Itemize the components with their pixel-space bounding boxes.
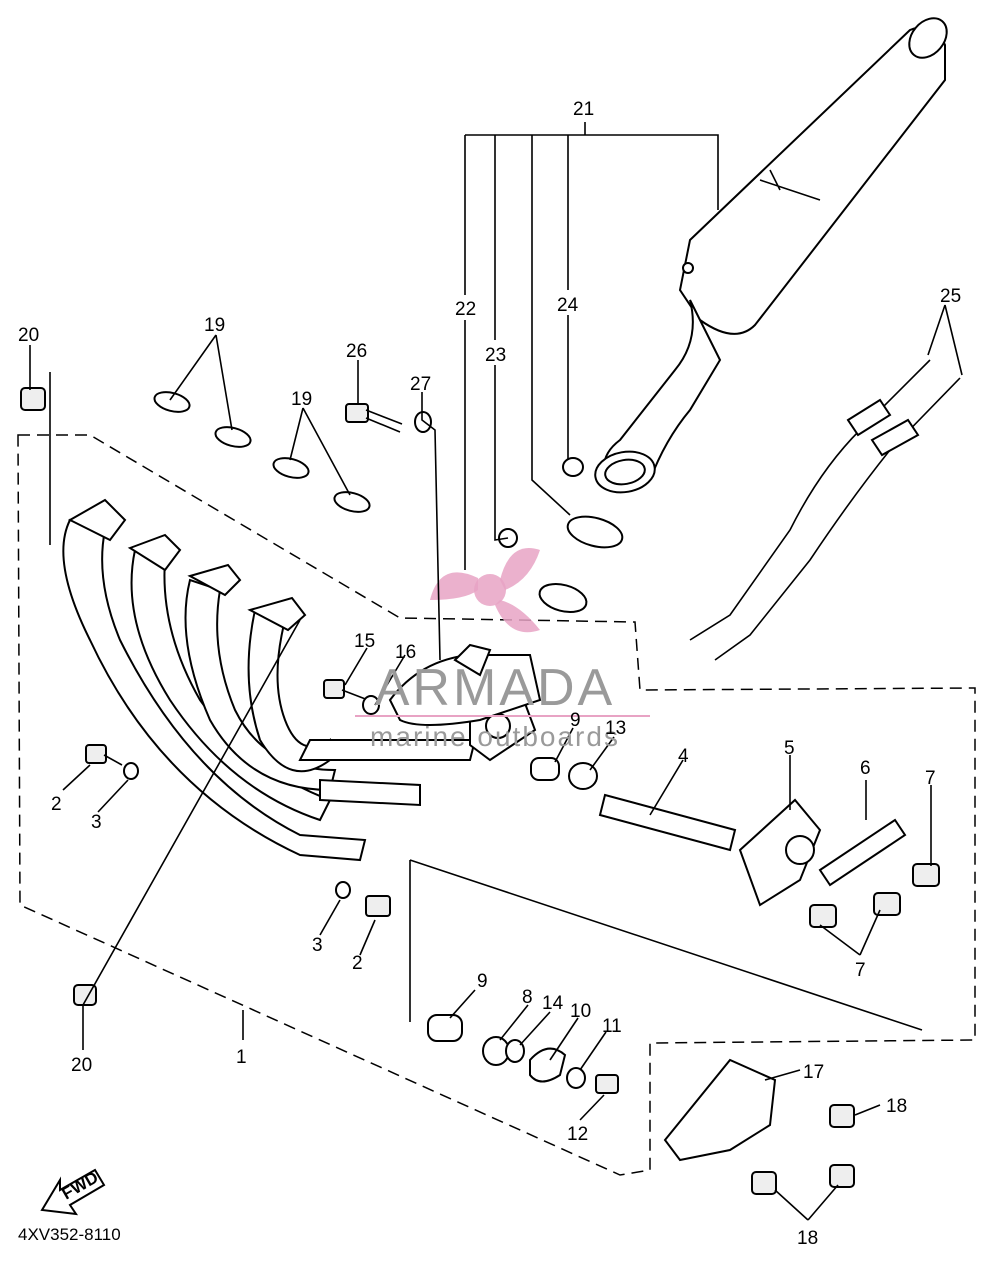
callout-2: 2	[51, 794, 62, 815]
callout-2: 2	[352, 953, 363, 974]
leader-lines	[29, 122, 963, 1221]
muffler	[594, 17, 948, 494]
diagram-code: 4XV352-8110	[18, 1225, 121, 1244]
fwd-arrow-icon: FWD	[40, 1168, 106, 1216]
watermark-logo	[430, 548, 540, 633]
callout-3: 3	[91, 812, 102, 833]
callout-15: 15	[354, 631, 375, 652]
callout-19: 19	[204, 315, 225, 336]
callout-7: 7	[925, 768, 936, 789]
callout-19: 19	[291, 389, 312, 410]
exhaust-header-pipes	[62, 498, 542, 862]
callout-20: 20	[18, 325, 39, 346]
callout-13: 13	[605, 718, 626, 739]
muffler-clamp	[498, 457, 624, 614]
bolts-and-washers	[20, 359, 961, 1195]
callout-22: 22	[455, 299, 476, 320]
callout-18: 18	[797, 1228, 818, 1249]
watermark-brand: ARMADA	[375, 659, 615, 717]
callout-7: 7	[855, 960, 866, 981]
callout-25: 25	[940, 286, 961, 307]
callout-21: 21	[573, 99, 594, 120]
callout-24: 24	[557, 295, 579, 316]
callout-27: 27	[410, 374, 431, 395]
callout-16: 16	[395, 642, 416, 663]
callout-20: 20	[71, 1055, 92, 1076]
callout-4: 4	[678, 746, 689, 767]
callout-23: 23	[485, 345, 506, 366]
callout-14: 14	[542, 993, 564, 1014]
callout-labels: 1 2 2 3 3 4 5 6 7 7 8 9 9 10 11 12 13 14…	[18, 99, 961, 1249]
callout-8: 8	[522, 987, 533, 1008]
callout-5: 5	[784, 738, 795, 759]
gasket-19	[153, 391, 371, 513]
callout-12: 12	[567, 1124, 588, 1145]
callout-1: 1	[236, 1047, 247, 1068]
callout-10: 10	[570, 1001, 591, 1022]
callout-9: 9	[477, 971, 488, 992]
callout-18: 18	[886, 1096, 907, 1117]
callout-17: 17	[803, 1062, 824, 1083]
assembly-outline	[17, 434, 976, 1176]
watermark-tagline: marine outboards	[370, 721, 620, 752]
callout-3: 3	[312, 935, 323, 956]
callout-9: 9	[570, 710, 581, 731]
callout-26: 26	[346, 341, 367, 362]
callout-11: 11	[602, 1016, 622, 1037]
callout-6: 6	[860, 758, 871, 779]
